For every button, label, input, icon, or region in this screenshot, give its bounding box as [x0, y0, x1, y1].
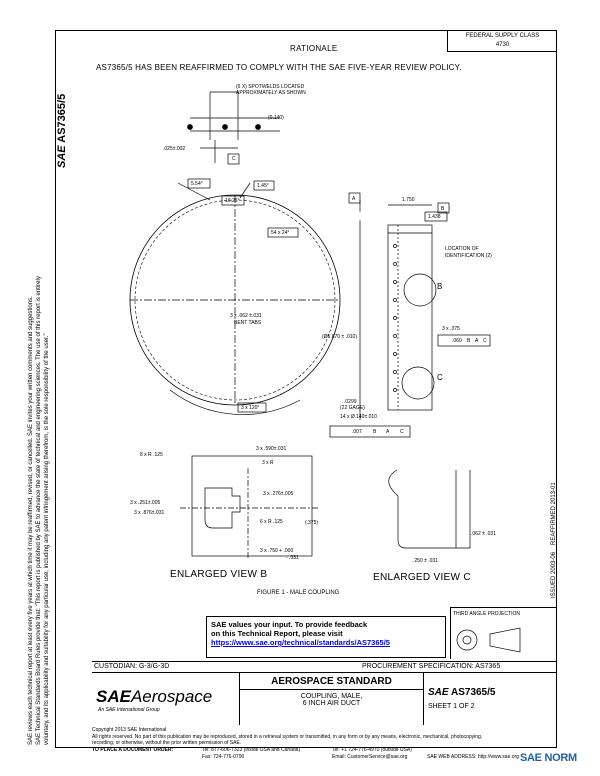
watermark: SAE NORM: [520, 752, 577, 764]
fcf-bottom-ref-a: A: [386, 429, 390, 435]
angle-54x24: 54 x 24°: [271, 230, 290, 236]
part-title-2: 6 INCH AIR DUCT: [302, 700, 361, 707]
part-title-1: COUPLING, MALE,: [300, 693, 363, 700]
title-block: SAEAerospace An SAE International Group …: [92, 673, 557, 725]
datum-c-box: [227, 153, 240, 165]
fcf-bottom-frame: [329, 425, 411, 438]
third-angle-label: THIRD ANGLE PROJECTION: [453, 611, 520, 617]
gauge-2: (22 GAGE): [340, 405, 365, 411]
datum-c-label: C: [232, 156, 236, 162]
view-b-3xr: 3 x R: [262, 460, 274, 466]
holes-14x: 14 x Ø.140±.010: [340, 414, 377, 420]
enlarged-view-b-caption: ENLARGED VIEW B: [170, 569, 268, 580]
fax: Fax: 724-776-0790: [202, 753, 245, 760]
spotwelds-note-2: APPROXIMATELY AS SHOWN: [236, 90, 306, 96]
fcf-bottom-tolerance: .007: [352, 429, 362, 435]
datum-a-label: A: [352, 196, 356, 202]
brand-aerospace: Aerospace: [130, 687, 213, 706]
federal-supply-class-box: FEDERAL SUPPLY CLASS 4730: [447, 30, 557, 52]
dim-1438: 1.438: [428, 214, 441, 220]
enlarged-view-c-drawing: [388, 469, 471, 549]
diameter-5670: (Ø5.670 ± .010): [322, 334, 357, 340]
fcf-bottom-ref-c: C: [400, 429, 404, 435]
bent-tabs-1: 3 x .062 ±.031: [230, 313, 262, 319]
brand-sae: SAE: [96, 687, 131, 706]
fed-class-line2: 4730: [495, 42, 510, 48]
figure-caption: FIGURE 1 - MALE COUPLING: [257, 590, 340, 596]
fcf-top-tolerance: .060: [452, 338, 462, 344]
fcf-top-frame: [437, 334, 491, 347]
datum-a-box: [348, 192, 361, 204]
fcf-top-ref-a: A: [475, 338, 479, 344]
order-label: TO PLACE A DOCUMENT ORDER:: [92, 746, 174, 753]
rights-2: recording, or otherwise, without the pri…: [92, 740, 242, 746]
angle-3x120: 3 x 120°: [241, 405, 260, 411]
angle-1625: 16.25°: [225, 198, 240, 204]
detail-spotweld-section: [187, 91, 280, 163]
feedback-box: SAE values your input. To provide feedba…: [206, 616, 446, 658]
phone-outside: Tel: +1 724-776-4970 (outside USA): [332, 746, 412, 753]
enlarged-view-c-caption: ENLARGED VIEW C: [373, 572, 471, 583]
standard-type: AEROSPACE STANDARD: [240, 673, 423, 690]
view-b-3x750-2: - .031: [286, 555, 299, 561]
dim-0140: (0.140): [268, 115, 284, 121]
brand-subtitle: An SAE International Group: [98, 707, 160, 713]
phone-usa: Tel: 877-606-7323 (inside USA and Canada…: [202, 746, 301, 753]
fcf-bottom-ref-b: B: [373, 429, 377, 435]
view-b-3x251: 3 x .251±.005: [130, 500, 161, 506]
footer: Copyright 2013 SAE International All rig…: [92, 727, 562, 761]
brand-cell: SAEAerospace An SAE International Group: [92, 673, 240, 725]
dim-3x375: 3 x .375: [442, 326, 460, 332]
feedback-link[interactable]: https://www.sae.org/technical/standards/…: [211, 638, 390, 647]
angle-554: 5.54°: [191, 181, 203, 187]
custodian: CUSTODIAN: G-3/G-3D: [94, 663, 170, 670]
doc-cell: SAE AS7365/5 SHEET 1 OF 2: [428, 673, 557, 725]
location-id-2: IDENTIFICATION (2): [445, 253, 492, 259]
view-b-375: (.375): [305, 520, 319, 526]
sheet-number: SHEET 1 OF 2: [428, 703, 475, 710]
view-c-062: .062 ± .031: [471, 531, 496, 537]
view-c-250: .250 ± .031: [413, 558, 438, 564]
view-b-3x590: 3 x .590±.031: [256, 446, 287, 452]
third-angle-projection-box: THIRD ANGLE PROJECTION: [450, 607, 557, 659]
fcf-top-ref-b: B: [467, 338, 471, 344]
email[interactable]: Email: CustomerService@sae.org: [332, 753, 408, 760]
spotwelds-note-1: (6 X) SPOTWELDS LOCATED: [236, 84, 305, 90]
fed-class-line1: FEDERAL SUPPLY CLASS: [465, 33, 540, 39]
third-angle-symbol: [456, 627, 521, 653]
location-id-1: LOCATION OF: [445, 246, 479, 252]
coupling-front-view: [129, 182, 341, 415]
bent-tabs-2: BENT TABS: [234, 320, 262, 326]
web-address[interactable]: SAE WEB ADDRESS: http://www.sae.org: [427, 753, 519, 760]
doc-logo: SAE: [428, 687, 449, 698]
doc-number: AS7365/5: [450, 687, 496, 698]
dim-1750: 1.750: [402, 197, 415, 203]
view-b-3x276: 3 x .276±.005: [263, 491, 294, 497]
rationale-text: AS7365/5 HAS BEEN REAFFIRMED TO COMPLY W…: [96, 63, 462, 72]
view-b-3x876: 3 x .876±.031: [134, 510, 165, 516]
rights-1: All rights reserved. No part of this pub…: [92, 733, 483, 740]
fcf-top-ref-c: C: [483, 338, 487, 344]
gauge-1: .0299: [344, 399, 357, 405]
coupling-side-view: [359, 200, 437, 420]
view-b-callout: B: [437, 282, 443, 291]
enlarged-view-b-drawing: [180, 455, 320, 560]
angle-145: 1.45°: [257, 183, 269, 189]
procurement-spec: PROCUREMENT SPECIFICATION: AS7365: [362, 663, 501, 670]
rationale-heading: RATIONALE: [290, 44, 338, 53]
copyright: Copyright 2013 SAE International: [92, 727, 167, 733]
datum-b-box: [437, 202, 450, 214]
view-b-3x750-1: 3 x .750 + .000: [260, 548, 294, 554]
view-b-r125: 8 x R .125: [140, 452, 163, 458]
datum-b-label: B: [441, 206, 445, 212]
drawing-sheet-frame: [55, 30, 557, 748]
title-cell: AEROSPACE STANDARD COUPLING, MALE, 6 INC…: [240, 673, 424, 725]
view-b-6xr125: 6 x R .125: [260, 519, 283, 525]
feedback-line1: SAE values your input. To provide feedba…: [211, 620, 368, 629]
feedback-line2: on this Technical Report, please visit: [211, 629, 343, 638]
view-c-callout: C: [437, 373, 443, 382]
dim-025: .025±.002: [163, 146, 186, 152]
custodian-row: CUSTODIAN: G-3/G-3D PROCUREMENT SPECIFIC…: [92, 661, 557, 673]
